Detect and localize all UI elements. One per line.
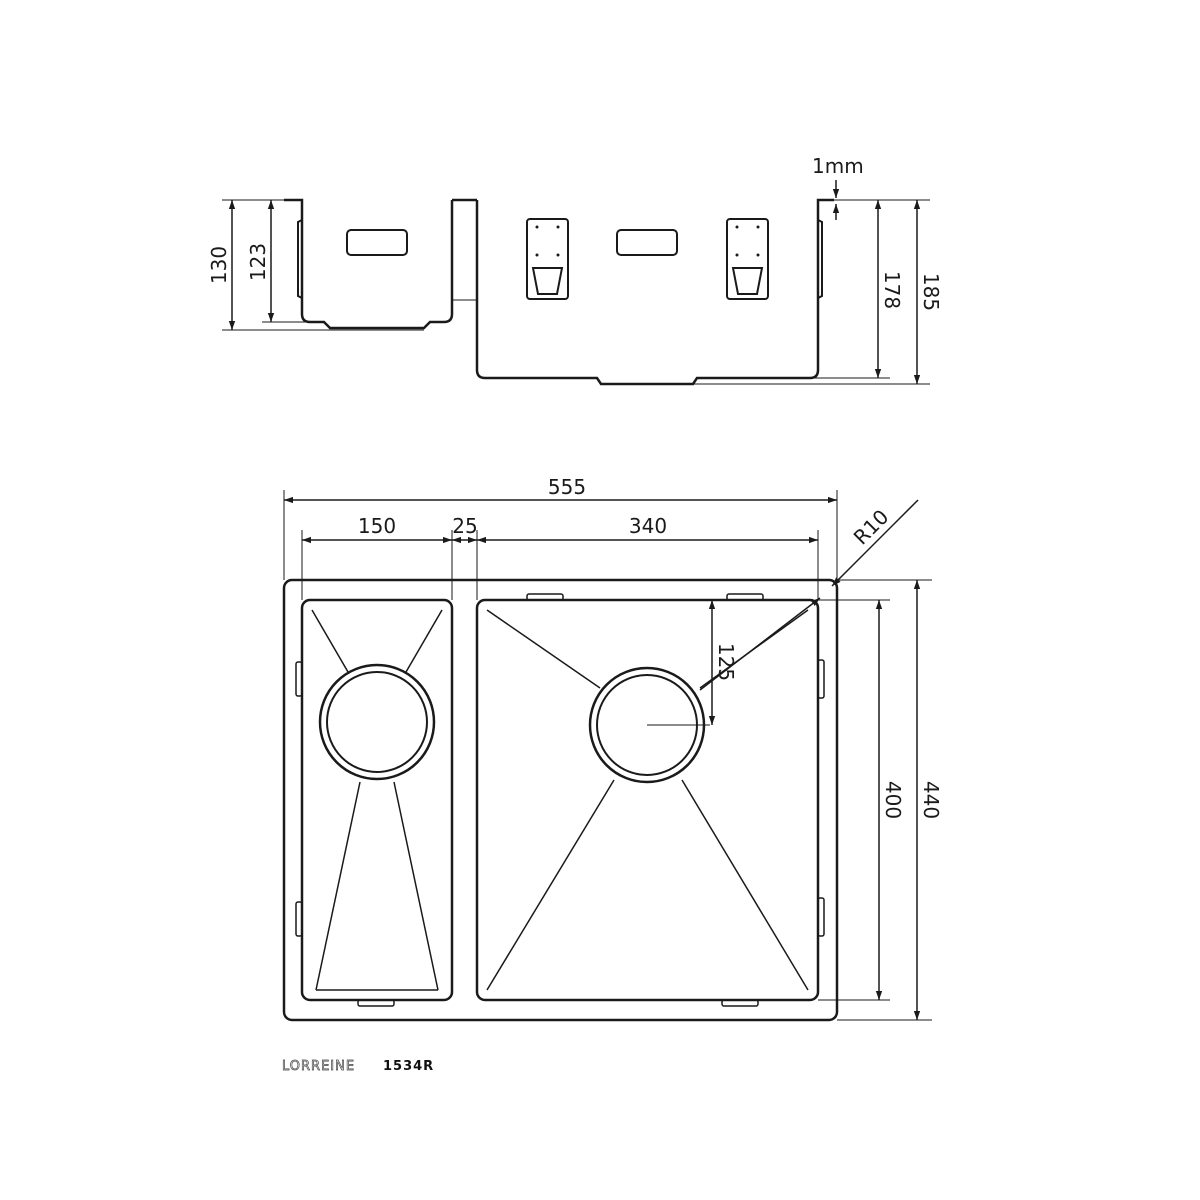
brand-model: 1534R (383, 1059, 434, 1074)
side-view: 130 123 1mm 178 185 (207, 154, 943, 386)
dim-label-178: 178 (880, 271, 904, 309)
small-bowl (295, 598, 454, 1007)
large-bowl-profile (475, 198, 834, 386)
large-bowl (475, 593, 825, 1007)
mounting-bracket-right (726, 218, 769, 300)
small-bowl-drain-inner (326, 671, 428, 773)
dim-label-340: 340 (629, 514, 667, 538)
dim-label-440: 440 (919, 781, 943, 819)
dim-label-1mm: 1mm (812, 154, 864, 178)
small-bowl-drain (318, 663, 436, 781)
dim-label-400: 400 (881, 781, 905, 819)
small-bowl-profile (284, 198, 454, 330)
dim-label-130: 130 (207, 246, 231, 284)
dim-label-150: 150 (358, 514, 396, 538)
side-extension-lines (222, 199, 930, 385)
large-bowl-tab-right (817, 219, 823, 299)
dim-label-125: 125 (714, 643, 738, 681)
sink-outer-rim (282, 578, 839, 1022)
dim-line-r10-inner (699, 597, 821, 691)
dim-label-r10: R10 (849, 505, 894, 550)
large-bowl-overflow-slot (616, 229, 678, 256)
dim-label-123: 123 (246, 243, 270, 281)
brand-name: LORREINE (282, 1059, 355, 1074)
dim-label-555: 555 (548, 475, 586, 499)
brand-logo: LORREINE 1534R (282, 1059, 434, 1075)
dim-label-185: 185 (919, 273, 943, 311)
small-bowl-tab-left (297, 219, 303, 299)
dim-label-25: 25 (452, 514, 477, 538)
small-bowl-overflow-slot (346, 229, 408, 256)
plan-view: 555 150 25 340 R10 125 400 440 (282, 475, 943, 1022)
mounting-bracket-left (526, 218, 569, 300)
dim-line-r10 (831, 499, 919, 587)
